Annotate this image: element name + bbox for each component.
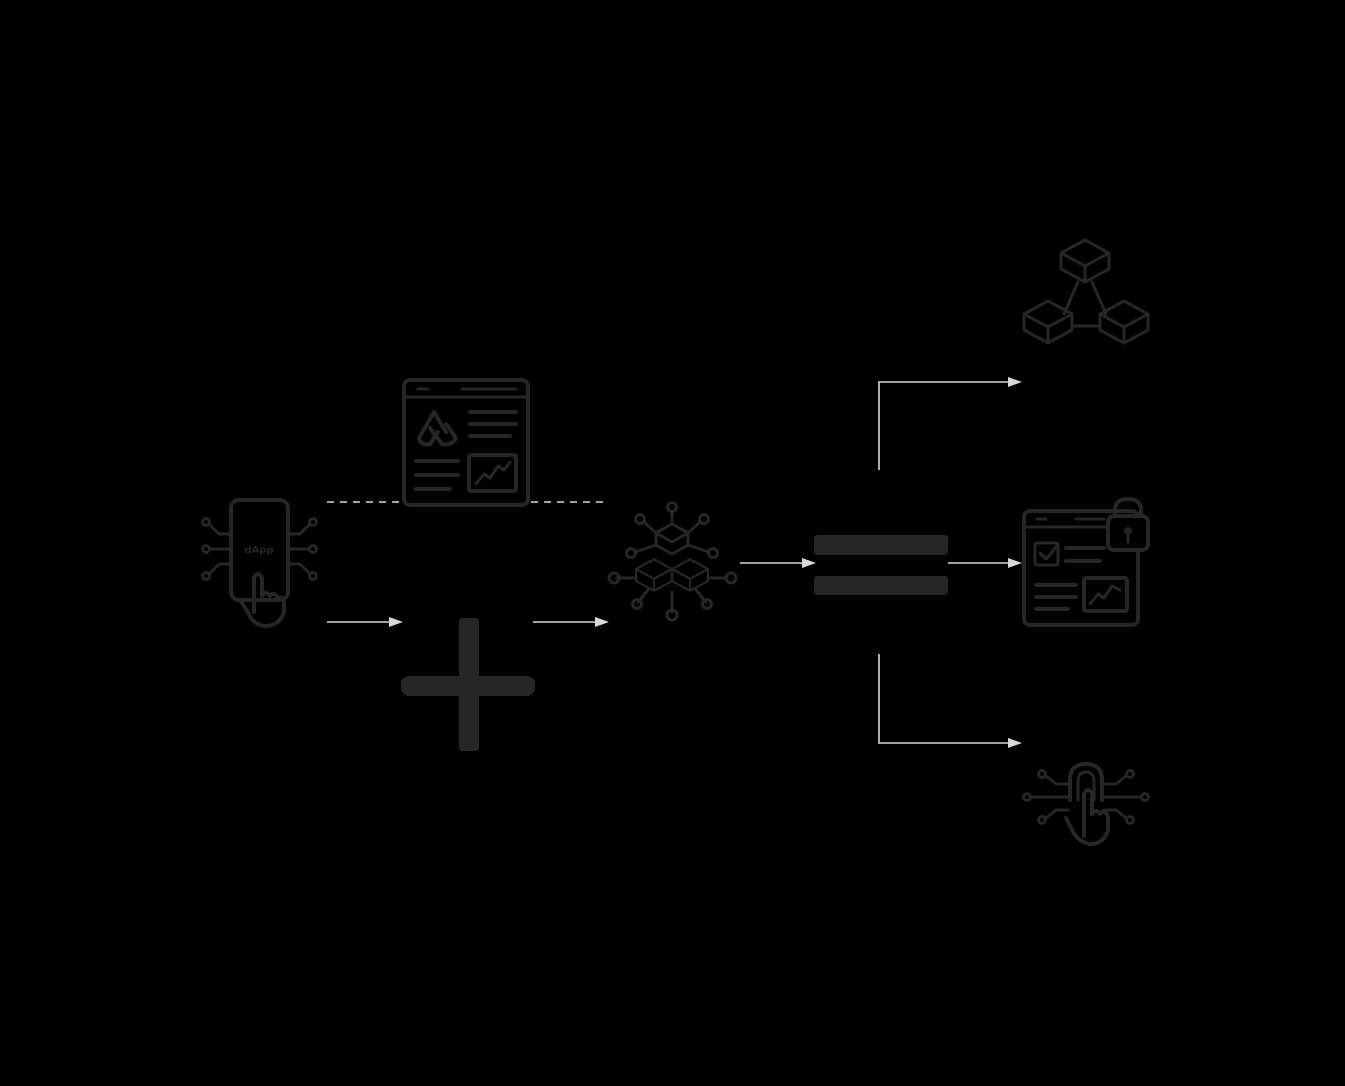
secure-dashboard-icon bbox=[1022, 497, 1150, 627]
arrow-equals-to-secure-dashboard bbox=[948, 558, 1022, 568]
arrow-to-blocks-network bbox=[878, 377, 1022, 470]
equals-operator bbox=[814, 535, 948, 595]
plus-operator bbox=[401, 618, 535, 751]
blockchain-network-icon bbox=[607, 501, 738, 622]
dapp-phone-icon: dApp bbox=[201, 498, 318, 628]
arrow-plus-to-network bbox=[533, 617, 609, 627]
arrow-to-fingerprint-touch bbox=[878, 654, 1022, 748]
arrow-phone-to-plus bbox=[327, 617, 403, 627]
blocks-network-icon bbox=[1022, 238, 1150, 345]
arrow-network-to-equals bbox=[740, 558, 816, 568]
fingerprint-touch-icon bbox=[1022, 762, 1150, 846]
web-dashboard-icon bbox=[402, 378, 530, 507]
dapp-label: dApp bbox=[244, 545, 273, 556]
